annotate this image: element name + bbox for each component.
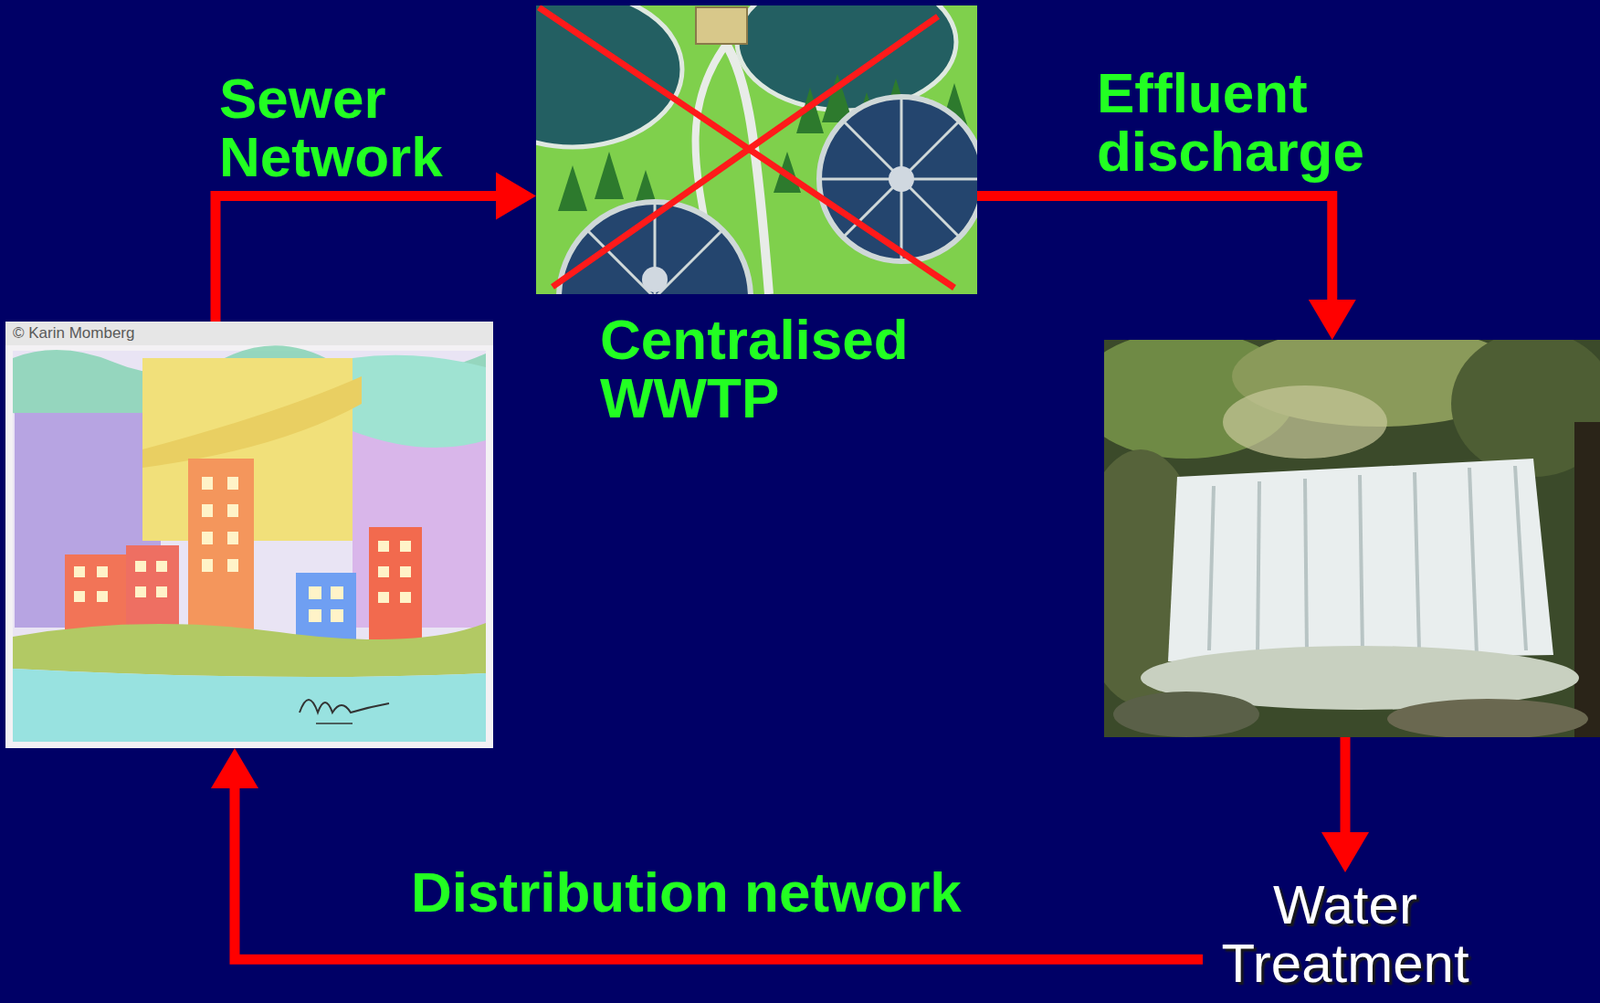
illustration-part (695, 7, 748, 44)
arrow-head (1308, 299, 1357, 340)
illustration-part (156, 586, 168, 598)
treatment-plant-illustration (536, 5, 978, 295)
illustration-part (135, 586, 147, 598)
illustration-part (1387, 698, 1589, 737)
illustration-part (73, 590, 85, 602)
flow-arrow (215, 172, 537, 322)
illustration-part (378, 591, 390, 603)
illustration-part (1574, 421, 1600, 737)
illustration-part (295, 572, 357, 646)
city-painting: © Karin Momberg (5, 321, 494, 748)
illustration-part (400, 566, 411, 578)
illustration-part (5, 321, 494, 748)
illustration-part (552, 16, 938, 287)
illustration-part (96, 590, 108, 602)
arrow-head (495, 172, 537, 221)
illustration-part (96, 566, 108, 578)
illustration-part (1113, 691, 1260, 737)
illustration-part (1222, 385, 1388, 459)
illustration-part (1305, 478, 1307, 653)
illustration-part (1469, 467, 1477, 655)
waterfall-painting (1104, 339, 1600, 737)
plant-heading: Centralised WWTP (600, 310, 929, 428)
illustration-part (819, 96, 978, 262)
illustration-part (538, 7, 955, 288)
illustration-part (308, 586, 322, 600)
illustration-part (1257, 481, 1260, 655)
illustration-part (5, 321, 494, 346)
illustration-part (330, 586, 344, 600)
treatment-step: Water Treatment (1202, 872, 1488, 997)
illustration-part (227, 504, 239, 517)
illustration-part (1168, 458, 1554, 662)
illustration-part (736, 5, 957, 111)
flow-line (234, 788, 1203, 959)
illustration-part (201, 504, 213, 517)
step-text: Water Treatment (1208, 875, 1483, 993)
illustration-part (368, 526, 422, 646)
illustration-part (188, 458, 254, 646)
flow-arrow (977, 196, 1357, 340)
illustration-part (227, 531, 239, 545)
flow-label: Distribution network (410, 863, 962, 922)
illustration-part (1209, 465, 1527, 655)
copyright-credit: © Karin Momberg (12, 324, 135, 343)
illustration-part (73, 476, 411, 622)
illustration-part (227, 476, 239, 490)
illustration-part (378, 566, 390, 578)
flow-arrow (210, 747, 1203, 959)
illustration-part (315, 722, 353, 725)
illustration-part (12, 622, 486, 677)
illustration-part (1359, 474, 1363, 655)
flow-line (215, 196, 496, 322)
city-watercolour (5, 321, 494, 748)
illustration-part (1209, 485, 1214, 651)
flow-label: Effluent discharge (1096, 63, 1399, 181)
flow-label: Sewer Network (219, 69, 494, 187)
illustration-part (1414, 472, 1420, 651)
illustration-part (352, 355, 486, 448)
illustration-part (400, 591, 411, 603)
illustration-part (400, 540, 411, 552)
illustration-part (135, 560, 147, 572)
flow-arrow (1321, 736, 1369, 873)
illustration-part (888, 166, 915, 192)
illustration-part (308, 609, 322, 622)
illustration-part (156, 560, 168, 572)
illustration-part (378, 540, 390, 552)
illustration-part (201, 531, 213, 545)
treatment-plant-picture: Centralised WWTP (536, 5, 978, 295)
illustration-part (142, 376, 362, 468)
illustration-part (819, 96, 978, 262)
illustration-part (299, 699, 390, 713)
illustration-part (594, 151, 624, 200)
arrow-head (210, 747, 259, 789)
illustration-part (227, 558, 239, 572)
flow-line (1340, 736, 1351, 832)
illustration-part (201, 558, 213, 572)
illustration-part (12, 668, 486, 742)
flow-line (977, 196, 1333, 300)
waterfall-painting-art (1104, 339, 1600, 737)
illustration-part (201, 476, 213, 490)
illustration-part (557, 165, 588, 211)
illustration-part (1515, 465, 1527, 651)
arrow-head (1321, 831, 1369, 873)
illustration-part (330, 609, 344, 622)
illustration-part (73, 566, 85, 578)
illustration-part (642, 266, 668, 293)
illustration-part (536, 5, 683, 148)
